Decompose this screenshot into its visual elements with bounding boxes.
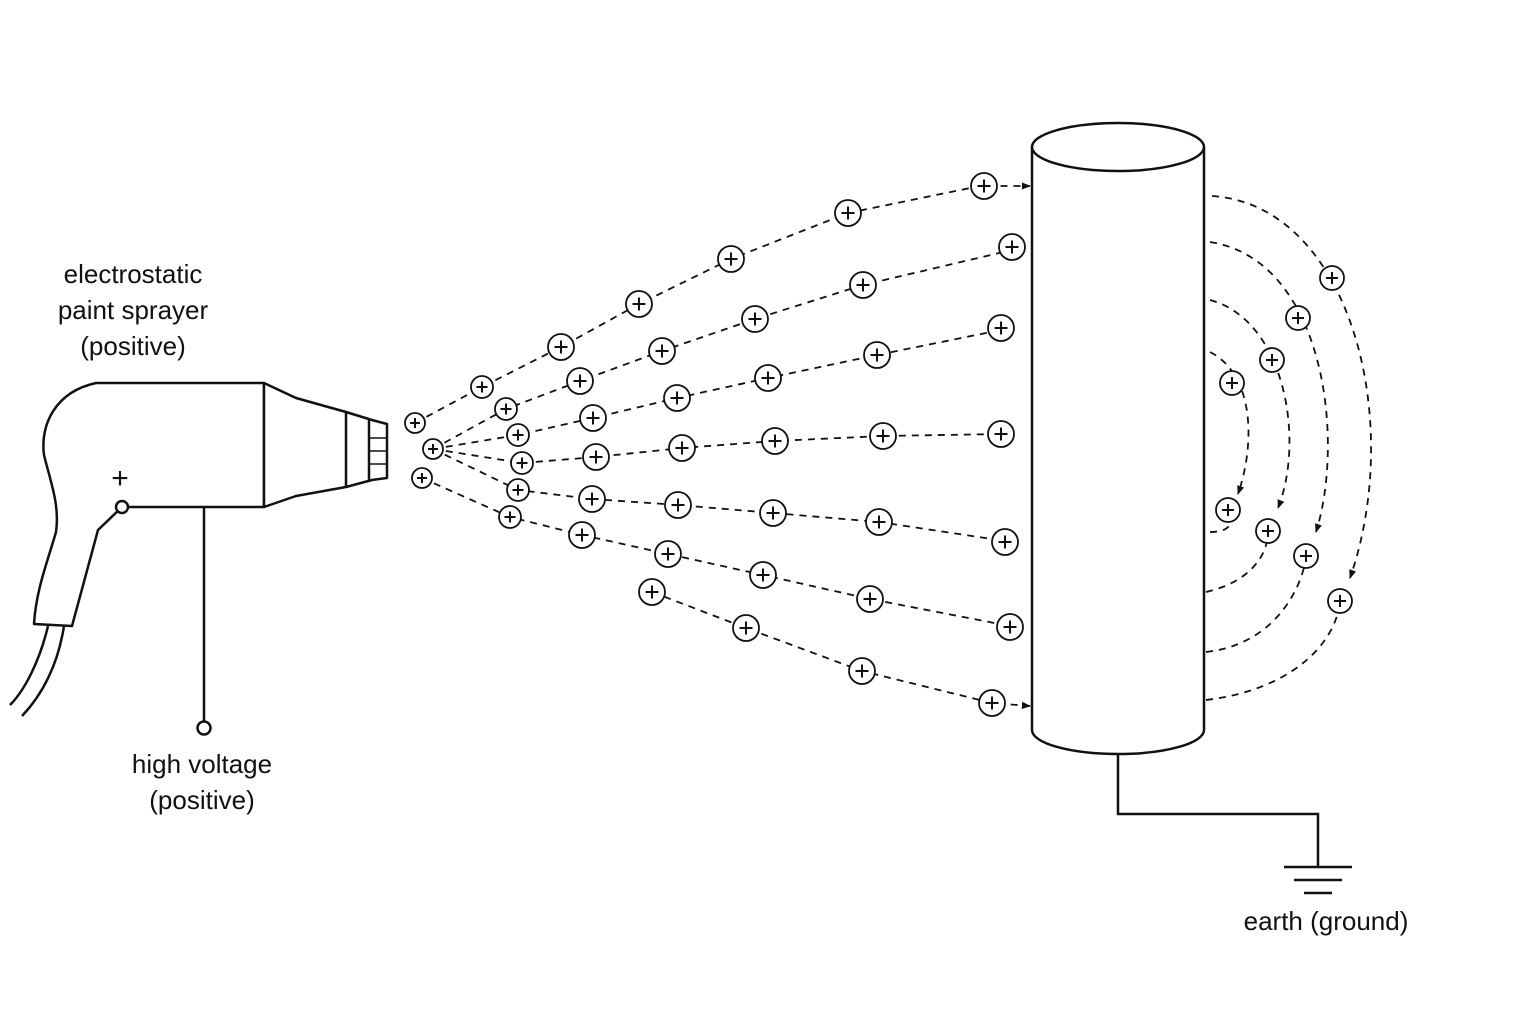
positive-particle — [506, 478, 530, 502]
positive-particle — [582, 443, 610, 471]
high-voltage-label: high voltage (positive) — [112, 746, 292, 818]
positive-particle — [498, 505, 522, 529]
positive-particle — [654, 540, 682, 568]
positive-particle — [1293, 543, 1319, 569]
hose-line — [9, 625, 50, 706]
positive-particle — [578, 485, 606, 513]
high-voltage-label-line: high voltage — [131, 749, 273, 779]
positive-particle — [849, 271, 877, 299]
cylinder-top — [1030, 121, 1206, 173]
high-voltage-label-line: (positive) — [149, 785, 255, 815]
positive-particle — [732, 614, 760, 642]
trajectory-line — [1209, 351, 1250, 495]
positive-particle — [865, 508, 893, 536]
positive-particle — [754, 364, 782, 392]
trajectory-line — [1209, 299, 1291, 509]
positive-particle — [625, 290, 653, 318]
high-voltage-terminal — [196, 720, 212, 736]
trajectory-line — [651, 591, 1031, 709]
positive-particle — [987, 420, 1015, 448]
positive-particle — [717, 245, 745, 273]
trajectory-line — [1209, 241, 1329, 533]
positive-particle — [978, 689, 1006, 717]
sprayer-label-line: paint sprayer — [57, 295, 209, 325]
positive-particle — [856, 585, 884, 613]
positive-particle — [863, 341, 891, 369]
positive-particle — [1285, 305, 1311, 331]
trajectory-line — [432, 248, 1013, 450]
positive-particle — [668, 434, 696, 462]
earth-label: earth (ground) — [1243, 906, 1409, 936]
positive-particle — [970, 172, 998, 200]
sprayer-label-line: electrostatic — [63, 259, 203, 289]
positive-particle — [848, 657, 876, 685]
positive-particle — [510, 451, 534, 475]
positive-particle — [664, 491, 692, 519]
positive-particle — [998, 233, 1026, 261]
positive-particle — [404, 412, 426, 434]
gun-terminal — [114, 499, 130, 515]
positive-particle — [996, 613, 1024, 641]
positive-particle — [749, 561, 777, 589]
trajectory-line — [1205, 531, 1269, 593]
positive-particle — [494, 397, 518, 421]
trajectory-line — [1205, 557, 1307, 653]
positive-particle — [869, 422, 897, 450]
trajectory-lines — [414, 182, 1372, 709]
positive-particle — [1259, 347, 1285, 373]
trajectory-line — [1209, 511, 1233, 533]
positive-particle — [1327, 588, 1353, 614]
trajectory-line — [414, 182, 1031, 424]
positive-particle — [759, 499, 787, 527]
ground-connection — [1116, 754, 1352, 895]
sprayer-label-line: (positive) — [80, 331, 186, 361]
charged-particles — [404, 172, 1353, 717]
positive-particle — [761, 427, 789, 455]
positive-particle — [1219, 370, 1245, 396]
positive-particle — [741, 305, 769, 333]
trajectory-line — [421, 477, 1011, 629]
positive-particle — [638, 578, 666, 606]
positive-particle — [834, 199, 862, 227]
spray-gun-body — [32, 381, 266, 628]
positive-particle — [568, 521, 596, 549]
positive-particle — [579, 404, 607, 432]
positive-particle — [422, 438, 444, 460]
sprayer-label: electrostatic paint sprayer (positive) — [30, 256, 236, 364]
hose-line — [21, 625, 66, 717]
gun-plus-sign: + — [111, 462, 129, 495]
positive-particle — [648, 337, 676, 365]
positive-particle — [987, 314, 1015, 342]
spray-gun — [9, 381, 389, 736]
positive-particle — [1319, 265, 1345, 291]
target-cylinder — [1030, 121, 1206, 756]
positive-particle — [566, 367, 594, 395]
trajectory-line — [1205, 601, 1341, 701]
trajectory-line — [1211, 195, 1372, 579]
cylinder-body — [1030, 147, 1206, 756]
spray-gun-nozzle — [262, 381, 389, 509]
ground-wire — [1116, 754, 1320, 866]
positive-particle — [991, 528, 1019, 556]
positive-particle — [547, 333, 575, 361]
positive-particle — [470, 375, 494, 399]
positive-particle — [506, 423, 530, 447]
positive-particle — [1215, 497, 1241, 523]
positive-particle — [663, 384, 691, 412]
positive-particle — [1255, 518, 1281, 544]
positive-particle — [411, 467, 433, 489]
